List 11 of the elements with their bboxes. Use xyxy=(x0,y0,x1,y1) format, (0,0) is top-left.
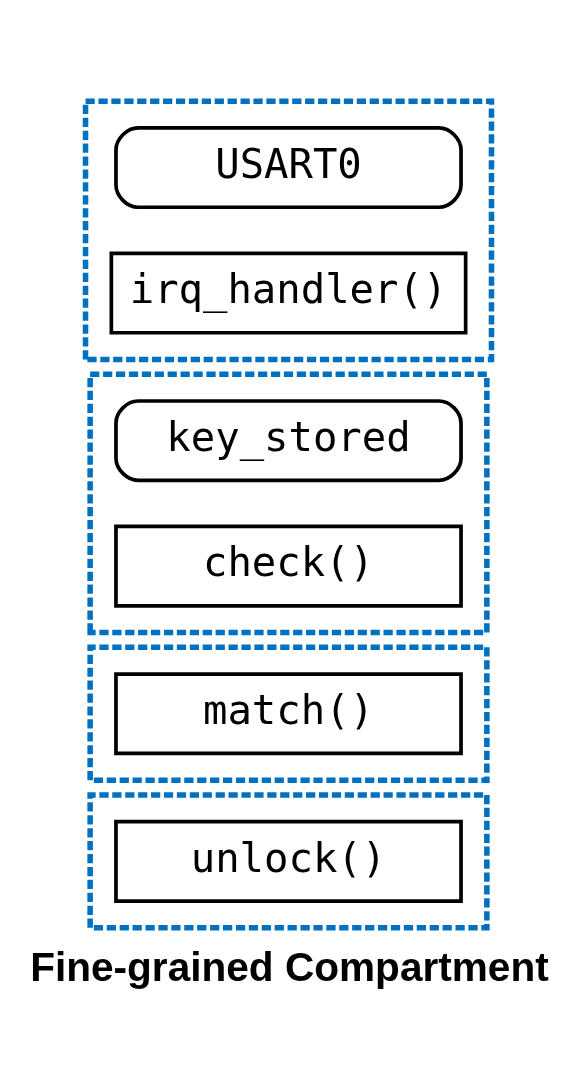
cluster xyxy=(87,370,490,635)
node-box: USART0 xyxy=(114,125,463,209)
cluster xyxy=(82,97,495,362)
caption: Fine-grained Compartment xyxy=(30,943,549,990)
node-box: unlock() xyxy=(114,819,463,903)
cluster xyxy=(87,644,490,783)
cluster xyxy=(87,791,490,931)
node-box: match() xyxy=(114,671,463,755)
node-box: check() xyxy=(114,524,463,608)
node-box: key_stored xyxy=(114,398,463,482)
node-box: irq_handler() xyxy=(109,251,468,335)
